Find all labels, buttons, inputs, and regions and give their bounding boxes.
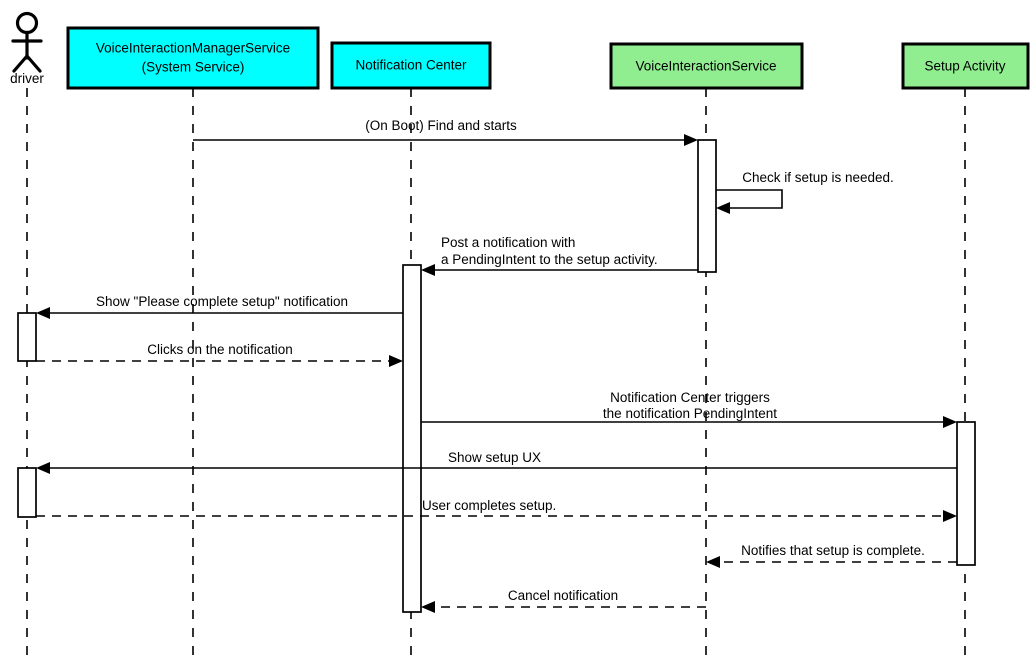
message-show-please-complete-setup-notification[interactable]: Show "Please complete setup" notificatio… <box>36 294 403 319</box>
message-notification-center-triggers-pendingintent[interactable]: Notification Center triggers the notific… <box>421 390 957 428</box>
arrowhead-left-icon <box>706 556 720 568</box>
activation-bar-vis-1 <box>697 139 717 273</box>
arrowhead-right-icon <box>389 355 403 367</box>
activation-bar-notification-center-1 <box>402 264 422 613</box>
message-label: Clicks on the notification <box>147 342 293 357</box>
message-notifies-that-setup-is-complete[interactable]: Notifies that setup is complete. <box>706 543 957 568</box>
participant-vims[interactable]: VoiceInteractionManagerService (System S… <box>66 26 320 90</box>
actor-driver[interactable]: driver <box>10 11 44 87</box>
participant-vis-label: VoiceInteractionService <box>635 59 776 74</box>
activation-bar-setup-activity-1 <box>956 421 976 566</box>
message-clicks-on-the-notification[interactable]: Clicks on the notification <box>36 342 403 367</box>
activation-bars-group <box>17 139 976 613</box>
activation-bar-driver-2 <box>17 467 37 518</box>
participant-setup-activity-label: Setup Activity <box>924 59 1005 74</box>
arrowhead-left-icon <box>421 264 435 276</box>
message-label-line1: Notification Center triggers <box>610 390 770 405</box>
participant-notification-center[interactable]: Notification Center <box>330 41 492 90</box>
message-label-line2: the notification PendingIntent <box>603 406 777 421</box>
participant-setup-activity[interactable]: Setup Activity <box>901 42 1030 90</box>
arrowhead-right-icon <box>943 416 957 428</box>
arrowhead-left-icon <box>36 462 50 474</box>
participant-vis[interactable]: VoiceInteractionService <box>609 42 804 90</box>
message-on-boot-find-and-starts[interactable]: (On Boot) Find and starts <box>193 118 698 146</box>
message-label: Show setup UX <box>448 450 541 465</box>
participant-box-vis[interactable] <box>609 42 804 90</box>
arrowhead-right-icon <box>943 510 957 522</box>
message-post-a-notification[interactable]: Post a notification with a PendingIntent… <box>421 235 698 276</box>
message-label: User completes setup. <box>422 498 556 513</box>
message-label: Check if setup is needed. <box>742 170 894 185</box>
message-user-completes-setup[interactable]: User completes setup. <box>36 498 957 522</box>
message-label: Notifies that setup is complete. <box>741 543 925 558</box>
message-label: (On Boot) Find and starts <box>365 118 517 133</box>
message-cancel-notification[interactable]: Cancel notification <box>421 588 706 613</box>
actor-leg-right-icon <box>25 54 42 73</box>
message-label-line2: a PendingIntent to the setup activity. <box>441 252 658 267</box>
message-show-setup-ux[interactable]: Show setup UX <box>36 450 957 474</box>
arrowhead-left-icon <box>716 202 730 214</box>
selfcall-path <box>716 189 783 209</box>
participant-vims-label-line1: VoiceInteractionManagerService <box>96 41 290 56</box>
message-label: Cancel notification <box>508 588 618 603</box>
participant-box-notification-center[interactable] <box>330 41 492 90</box>
actor-leg-left-icon <box>12 54 29 73</box>
activation-bar-driver-1 <box>17 312 37 362</box>
participant-vims-label-line2: (System Service) <box>142 60 245 75</box>
message-check-if-setup-is-needed[interactable]: Check if setup is needed. <box>716 170 894 214</box>
participant-box-vims[interactable] <box>66 26 320 90</box>
message-label: Show "Please complete setup" notificatio… <box>96 294 348 309</box>
actor-driver-label: driver <box>10 71 44 86</box>
participant-notification-center-label: Notification Center <box>355 58 467 73</box>
arrowhead-left-icon <box>36 307 50 319</box>
arrowhead-right-icon <box>684 134 698 146</box>
arrowhead-left-icon <box>421 601 435 613</box>
message-label-line1: Post a notification with <box>441 235 575 250</box>
participant-box-setup-activity[interactable] <box>901 42 1030 90</box>
actor-head-icon <box>15 11 39 35</box>
